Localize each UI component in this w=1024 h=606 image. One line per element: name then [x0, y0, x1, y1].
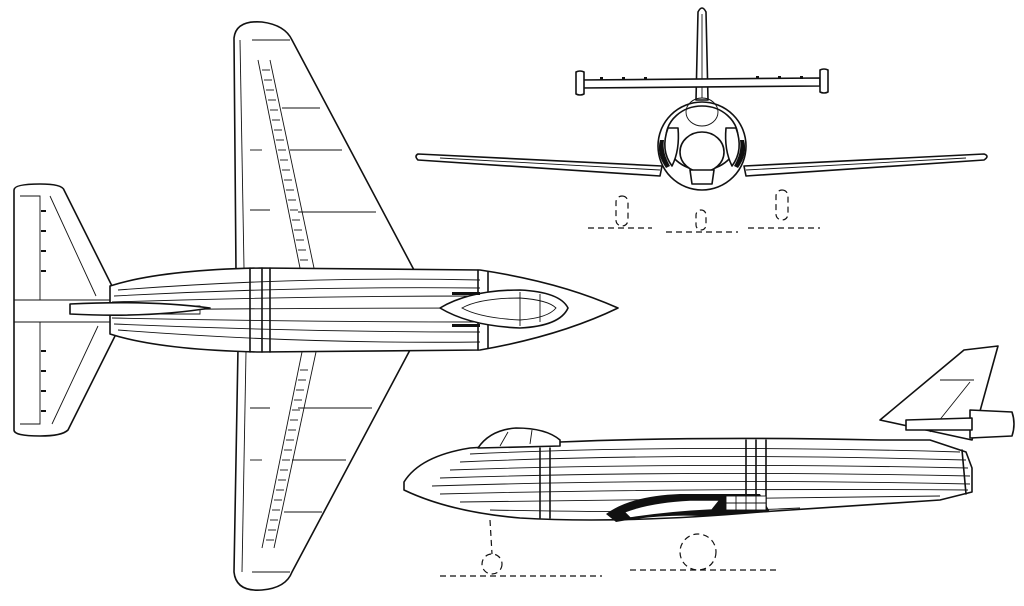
top-view: [13, 21, 619, 591]
top-view-fuselage: [69, 267, 619, 353]
top-view-lower-wing: [233, 347, 411, 591]
top-view-tailplane: [13, 183, 121, 437]
front-view-tailplane: [575, 68, 829, 96]
front-view-fuselage: [657, 97, 747, 191]
front-view-landing-gear: [588, 189, 820, 233]
top-view-upper-wing: [233, 21, 415, 273]
side-view-landing-gear: [440, 519, 780, 577]
side-view: [403, 345, 1015, 577]
front-view: [415, 7, 988, 233]
